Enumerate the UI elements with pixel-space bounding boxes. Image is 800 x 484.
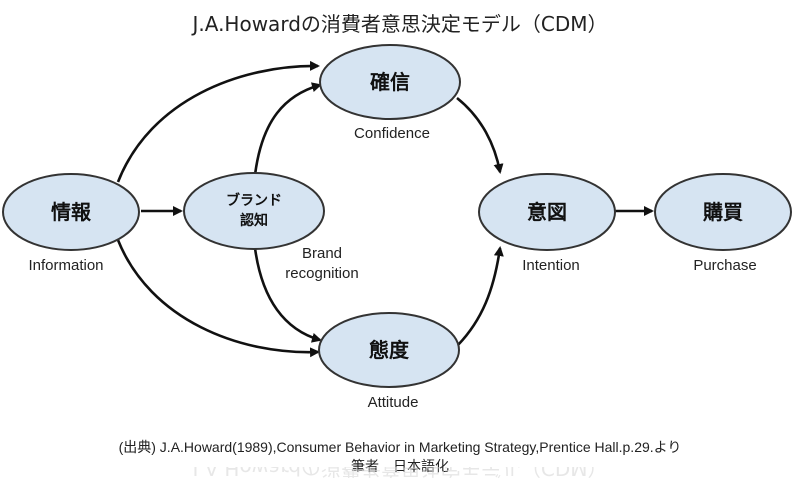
node-confidence-caption: Confidence: [354, 125, 430, 142]
node-brand-label-line2: 認知: [240, 212, 268, 229]
node-attitude-label: 態度: [369, 338, 410, 362]
node-intention-label: 意図: [527, 200, 567, 224]
node-confidence-label: 確信: [370, 70, 410, 94]
node-confidence: 確信 Confidence: [319, 44, 461, 142]
edge-attitude-to-intention: [457, 246, 504, 346]
edge-confidence-to-intention: [456, 96, 504, 174]
node-confidence-shape: [319, 44, 461, 120]
node-purchase: 購買 Purchase: [654, 173, 792, 274]
node-brand-caption-line1: Brand: [302, 245, 342, 262]
node-intention-caption: Intention: [522, 257, 580, 274]
node-information: 情報 Information: [2, 173, 140, 274]
node-brand-shape: [183, 172, 325, 250]
edge-information-to-attitude: [116, 239, 320, 358]
node-information-label: 情報: [51, 200, 92, 224]
edge-brand-to-attitude: [253, 247, 322, 343]
node-information-shape: [2, 173, 140, 251]
source-citation: (出典) J.A.Howard(1989),Consumer Behavior …: [0, 438, 800, 476]
node-attitude: 態度 Attitude: [318, 312, 460, 411]
node-attitude-caption: Attitude: [368, 394, 419, 411]
source-line-1: (出典) J.A.Howard(1989),Consumer Behavior …: [118, 439, 682, 455]
edge-information-to-confidence: [116, 60, 320, 183]
node-purchase-label: 購買: [703, 200, 743, 224]
edge-brand-to-confidence: [253, 82, 322, 176]
diagram-title: J.A.Howardの消費者意思決定モデル（CDM）: [192, 12, 608, 36]
source-line-2: 筆者 日本語化: [351, 458, 449, 474]
node-attitude-shape: [318, 312, 460, 388]
title-reflection: J.A.Howardの消費者意思決定モデル（CDM）: [192, 467, 608, 480]
node-intention-shape: [478, 173, 616, 251]
node-intention: 意図 Intention: [478, 173, 616, 274]
node-purchase-caption: Purchase: [693, 257, 756, 274]
node-purchase-shape: [654, 173, 792, 251]
node-brand-caption-line2: recognition: [285, 265, 358, 282]
node-brand-label-line1: ブランド: [226, 192, 282, 209]
node-information-caption: Information: [28, 257, 103, 274]
node-brand-recognition: ブランド 認知 Brand recognition: [183, 172, 359, 282]
